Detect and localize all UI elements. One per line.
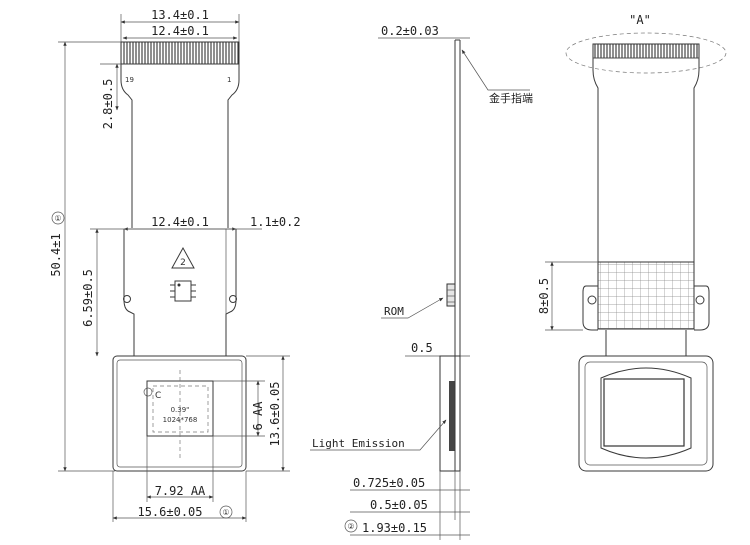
dim-panel-width-circle: ① xyxy=(222,508,229,517)
dim-stiffener: 8±0.5 xyxy=(537,278,551,314)
left-view: 13.4±0.1 12.4±0.1 19 1 2.8±0.5 50.4±1 ① … xyxy=(49,8,301,522)
dim-panel-height: 13.6±0.05 xyxy=(268,381,282,446)
dim-aa-width: 7.92 AA xyxy=(155,484,206,498)
dim-mid-width: 12.4±0.1 xyxy=(151,215,209,229)
dim-tab: 2.8±0.5 xyxy=(101,79,115,130)
label-gold-finger: 金手指端 xyxy=(489,91,533,105)
side-view: 0.2±0.03 金手指端 ROM 0.5 Light Emission 0.7… xyxy=(310,24,533,540)
dim-05: 0.5±0.05 xyxy=(370,498,428,512)
detail-ellipse xyxy=(565,32,727,74)
pin-label-right: 1 xyxy=(227,76,231,84)
emission-layer xyxy=(449,381,455,451)
right-panel-back xyxy=(600,367,692,459)
dim-mid-offset: 1.1±0.2 xyxy=(250,215,301,229)
dim-total-circle: ① xyxy=(54,214,61,223)
dim-top-inner: 12.4±0.1 xyxy=(151,24,209,38)
right-panel-window xyxy=(603,378,685,447)
right-panel xyxy=(578,355,714,472)
dim-0725: 0.725±0.05 xyxy=(353,476,425,490)
right-view: "A" 8±0.5 xyxy=(537,13,727,472)
label-rom: ROM xyxy=(384,305,404,318)
stiffener-grid xyxy=(597,261,695,330)
dim-thickness-top: 0.2±0.03 xyxy=(381,24,439,38)
dim-panel-width: 15.6±0.05 xyxy=(137,505,202,519)
detail-label: "A" xyxy=(629,13,651,27)
label-light-emission: Light Emission xyxy=(312,437,405,450)
right-gold-fingers xyxy=(592,43,700,59)
dim-total-thickness-circle: ② xyxy=(347,522,354,531)
dim-total-thickness: 1.93±0.15 xyxy=(362,521,427,535)
dim-total: 50.4±1 xyxy=(49,233,63,276)
dim-top-outer: 13.4±0.1 xyxy=(151,8,209,22)
warning-triangle-icon xyxy=(171,246,195,269)
display-panel xyxy=(112,355,247,472)
dim-half: 0.5 xyxy=(411,341,433,355)
rom-bump xyxy=(446,283,456,307)
rom-chip-icon xyxy=(174,280,192,302)
label-c: C xyxy=(155,391,161,401)
pin-label-left: 19 xyxy=(125,76,134,84)
fpc-gold-fingers xyxy=(120,41,240,65)
dim-mid-height: 6.59±0.5 xyxy=(81,269,95,327)
dim-aa-height: 6 AA xyxy=(251,401,265,431)
display-size: 0.39" xyxy=(171,406,190,414)
warning-number: 2 xyxy=(180,258,186,268)
